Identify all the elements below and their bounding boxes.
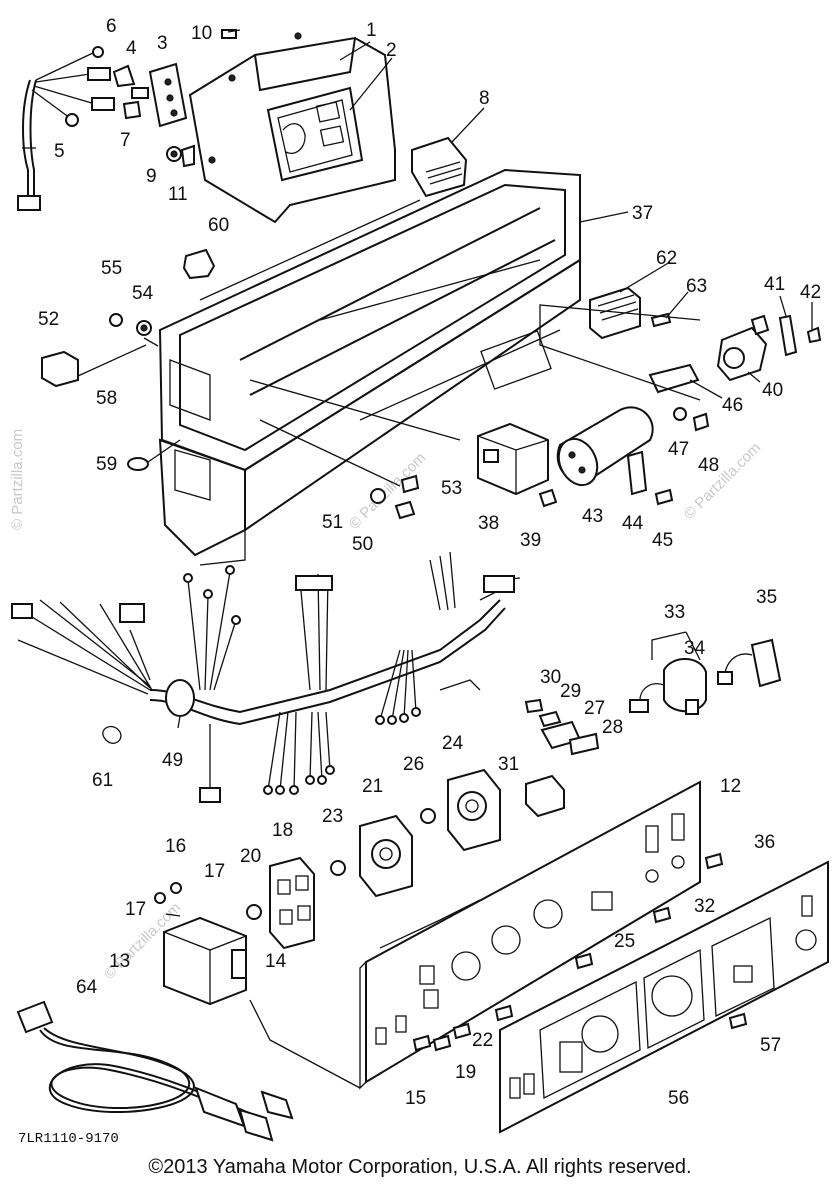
callout-25: 25: [614, 931, 635, 952]
wire-harness-5: [17, 46, 115, 211]
callout-19: 19: [455, 1062, 476, 1083]
callout-20: 20: [240, 846, 261, 867]
callout-27: 27: [584, 698, 605, 719]
switch-40: [539, 304, 822, 401]
callout-12: 12: [720, 776, 741, 797]
callout-26: 26: [403, 754, 424, 775]
callout-44: 44: [622, 513, 644, 534]
callout-30: 30: [540, 667, 561, 688]
front-panel-12: [249, 780, 701, 1090]
callout-2: 2: [386, 40, 397, 61]
callout-23: 23: [322, 806, 343, 827]
callout-61: 61: [92, 770, 113, 791]
callout-32: 32: [694, 896, 715, 917]
diagram-code: 7LR1110-9170: [18, 1131, 119, 1147]
callout-28: 28: [602, 717, 623, 738]
outlet-18: [246, 856, 315, 950]
callout-58: 58: [96, 388, 117, 409]
circuit-breaker-13: [154, 882, 247, 1006]
copyright-notice: ©2013 Yamaha Motor Corporation, U.S.A. A…: [148, 1156, 692, 1178]
callout-33: 33: [664, 602, 685, 623]
clip-60: [182, 248, 216, 280]
callout-10: 10: [191, 23, 212, 44]
callout-50: 50: [352, 534, 373, 555]
callout-21: 21: [362, 776, 383, 797]
panel-screws: [412, 852, 724, 1052]
callout-39: 39: [520, 530, 541, 551]
callout-15: 15: [405, 1088, 426, 1109]
callout-62: 62: [656, 248, 677, 269]
callout-60: 60: [208, 215, 229, 236]
callout-43: 43: [582, 506, 603, 527]
callout-24: 24: [442, 733, 464, 754]
callout-34: 34: [684, 638, 706, 659]
leader-lines: [22, 29, 813, 729]
callout-35: 35: [756, 587, 777, 608]
outlet-21: [330, 814, 413, 898]
callout-56: 56: [668, 1088, 689, 1109]
callout-46: 46: [722, 395, 743, 416]
callout-13: 13: [109, 951, 130, 972]
callout-47: 47: [668, 439, 689, 460]
callout-37: 37: [632, 203, 653, 224]
control-panel-cover: [188, 32, 396, 224]
callout-17: 17: [204, 861, 225, 882]
callout-42: 42: [800, 282, 821, 303]
callout-36: 36: [754, 832, 775, 853]
callout-51: 51: [322, 512, 343, 533]
switch-parts: [112, 29, 237, 168]
panel-frame: [158, 168, 581, 566]
callout-11: 11: [168, 184, 188, 205]
switch-27: [524, 698, 600, 818]
callout-55: 55: [101, 258, 122, 279]
watermark-right: © Partzilla.com: [681, 439, 764, 522]
callout-14: 14: [265, 951, 287, 972]
outlet-24: [420, 768, 501, 852]
callout-48: 48: [698, 455, 719, 476]
callout-16: 16: [165, 836, 186, 857]
cover-plate-56: [499, 860, 829, 1134]
capacitor-43: [556, 406, 710, 506]
callout-1: 1: [366, 20, 377, 41]
watermark-left: © Partzilla.com: [9, 429, 26, 530]
callout-45: 45: [652, 530, 673, 551]
module-38: [249, 379, 558, 520]
callout-3: 3: [157, 33, 168, 54]
callout-17b: 17: [125, 899, 146, 920]
callout-labels: 1 2 3 4 5 6 7 8 9 10 11 12 13 14 15 16 1…: [38, 16, 821, 1109]
rectifier-62: [589, 286, 672, 340]
callout-40: 40: [762, 380, 783, 401]
callout-4: 4: [126, 38, 137, 59]
callout-22: 22: [472, 1030, 493, 1051]
meter-cover: [411, 136, 468, 198]
main-harness-49: [11, 551, 521, 803]
callout-5: 5: [54, 141, 65, 162]
callout-59: 59: [96, 454, 117, 475]
callout-38: 38: [478, 513, 499, 534]
power-cord-64: [16, 1000, 294, 1142]
watermark-center: © Partzilla.com: [346, 449, 429, 532]
callout-6: 6: [106, 16, 117, 37]
callout-49: 49: [162, 750, 183, 771]
callout-54: 54: [132, 283, 154, 304]
callout-7: 7: [120, 130, 131, 151]
clip-61: [102, 725, 122, 744]
switch-33: [629, 638, 782, 715]
callout-18: 18: [272, 820, 293, 841]
callout-52: 52: [38, 309, 59, 330]
callout-29: 29: [560, 681, 581, 702]
callout-63: 63: [686, 276, 707, 297]
callout-53: 53: [441, 478, 462, 499]
callout-41: 41: [764, 274, 785, 295]
callout-9: 9: [146, 166, 157, 187]
callout-8: 8: [479, 88, 490, 109]
callout-31: 31: [498, 754, 519, 775]
left-hardware: [41, 313, 181, 471]
callout-64: 64: [76, 977, 98, 998]
callout-57: 57: [760, 1035, 781, 1056]
